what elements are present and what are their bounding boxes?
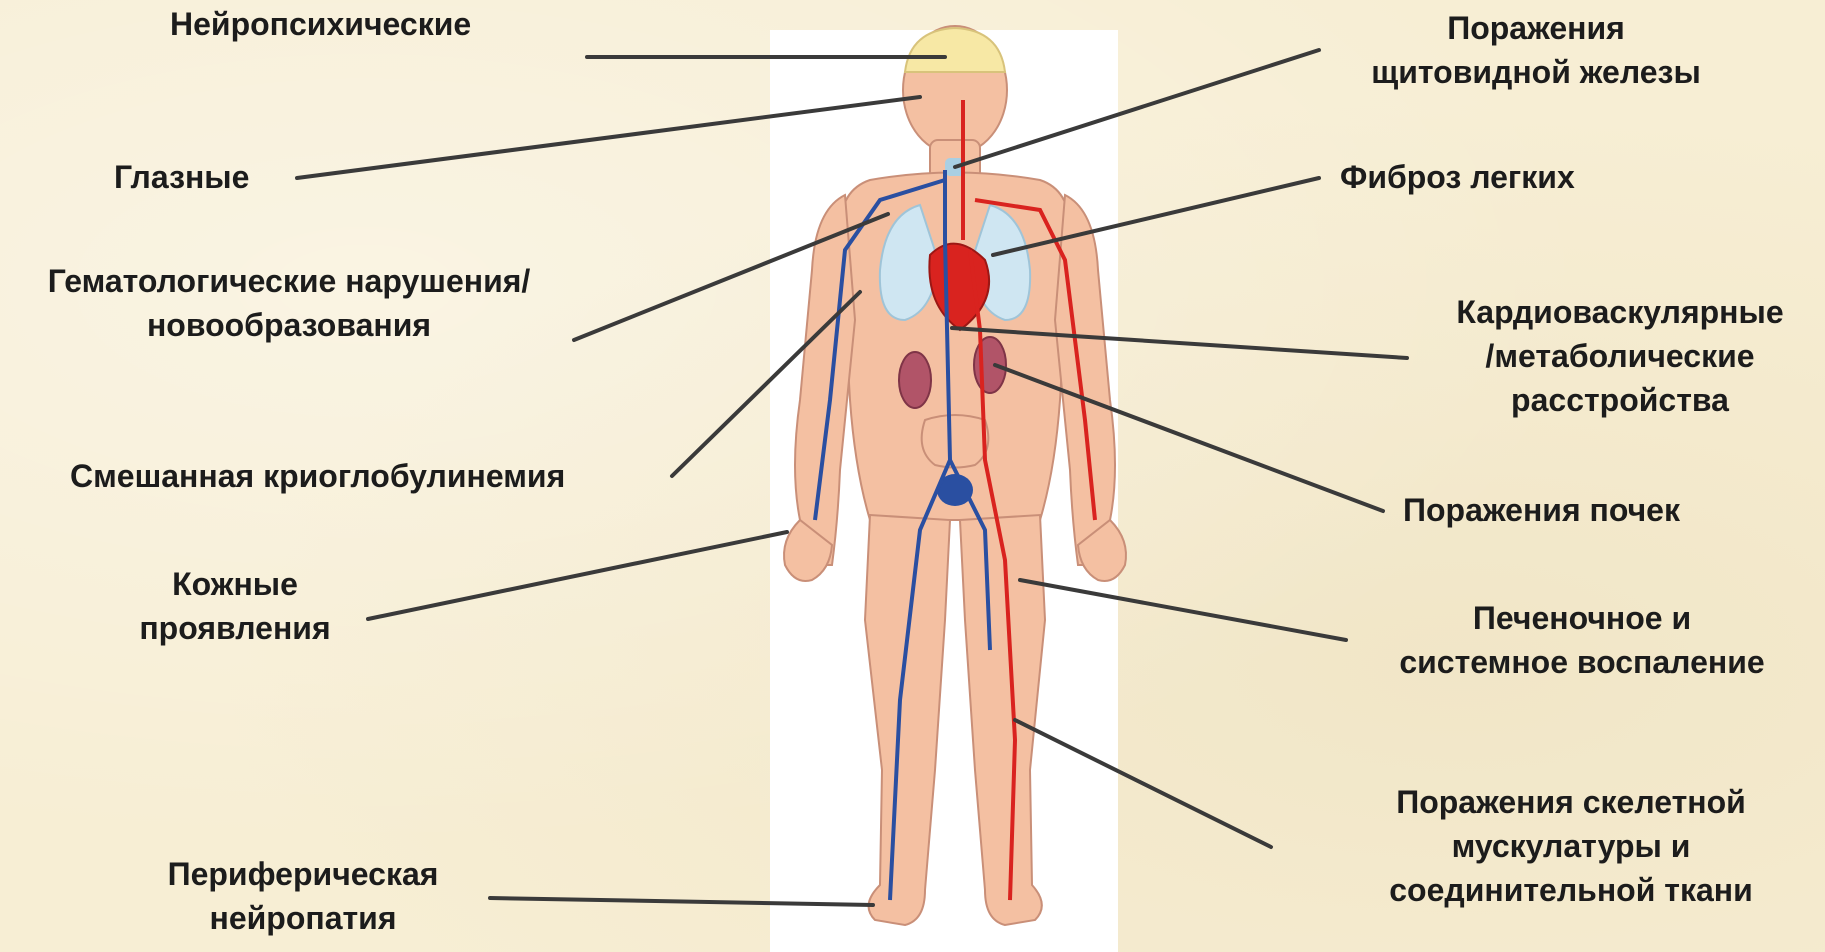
label-neuropsychiatric: Нейропсихические	[170, 2, 471, 46]
label-musculoskeletal-line-1: Поражения скелетной	[1346, 780, 1796, 824]
label-peripheral-neuropathy: Периферическая нейропатия	[143, 852, 463, 940]
leader-cardio	[952, 328, 1407, 358]
label-lung-fibrosis: Фиброз легких	[1340, 155, 1575, 199]
label-cardiovascular-line-3: расстройства	[1425, 378, 1815, 422]
leader-liver	[1020, 580, 1346, 640]
label-skin: Кожные проявления	[124, 562, 346, 650]
label-lung-fibrosis-line-1: Фиброз легких	[1340, 155, 1575, 199]
leader-lung	[993, 178, 1319, 255]
label-hematologic: Гематологические нарушения/ новообразова…	[8, 259, 570, 347]
label-hematologic-line-2: новообразования	[8, 303, 570, 347]
label-liver-systemic: Печеночное и системное воспаление	[1362, 596, 1802, 684]
label-kidney: Поражения почек	[1403, 488, 1680, 532]
leader-eye	[297, 97, 920, 178]
label-neuropsychiatric-line-1: Нейропсихические	[170, 2, 471, 46]
leader-hemat	[574, 214, 888, 340]
label-thyroid-line-2: щитовидной железы	[1336, 50, 1736, 94]
label-musculoskeletal-line-2: мускулатуры и	[1346, 824, 1796, 868]
label-musculoskeletal-line-3: соединительной ткани	[1346, 868, 1796, 912]
label-kidney-line-1: Поражения почек	[1403, 488, 1680, 532]
label-liver-systemic-line-1: Печеночное и	[1362, 596, 1802, 640]
label-cardiovascular: Кардиоваскулярные /метаболические расстр…	[1425, 290, 1815, 422]
label-skin-line-1: Кожные	[124, 562, 346, 606]
label-thyroid: Поражения щитовидной железы	[1336, 6, 1736, 94]
label-cardiovascular-line-1: Кардиоваскулярные	[1425, 290, 1815, 334]
leader-skin	[368, 532, 787, 619]
leader-cryo	[672, 292, 860, 476]
leader-thyroid	[955, 50, 1319, 167]
leader-kidney	[995, 365, 1383, 511]
label-liver-systemic-line-2: системное воспаление	[1362, 640, 1802, 684]
label-cardiovascular-line-2: /метаболические	[1425, 334, 1815, 378]
leader-muscle	[1015, 720, 1271, 847]
label-thyroid-line-1: Поражения	[1336, 6, 1736, 50]
label-hematologic-line-1: Гематологические нарушения/	[8, 259, 570, 303]
label-cryoglobulinemia-line-1: Смешанная криоглобулинемия	[70, 454, 565, 498]
leader-periph	[490, 898, 873, 905]
label-peripheral-neuropathy-line-2: нейропатия	[143, 896, 463, 940]
label-cryoglobulinemia: Смешанная криоглобулинемия	[70, 454, 565, 498]
label-ocular: Глазные	[114, 155, 249, 199]
label-musculoskeletal: Поражения скелетной мускулатуры и соедин…	[1346, 780, 1796, 912]
label-ocular-line-1: Глазные	[114, 155, 249, 199]
label-skin-line-2: проявления	[124, 606, 346, 650]
label-peripheral-neuropathy-line-1: Периферическая	[143, 852, 463, 896]
